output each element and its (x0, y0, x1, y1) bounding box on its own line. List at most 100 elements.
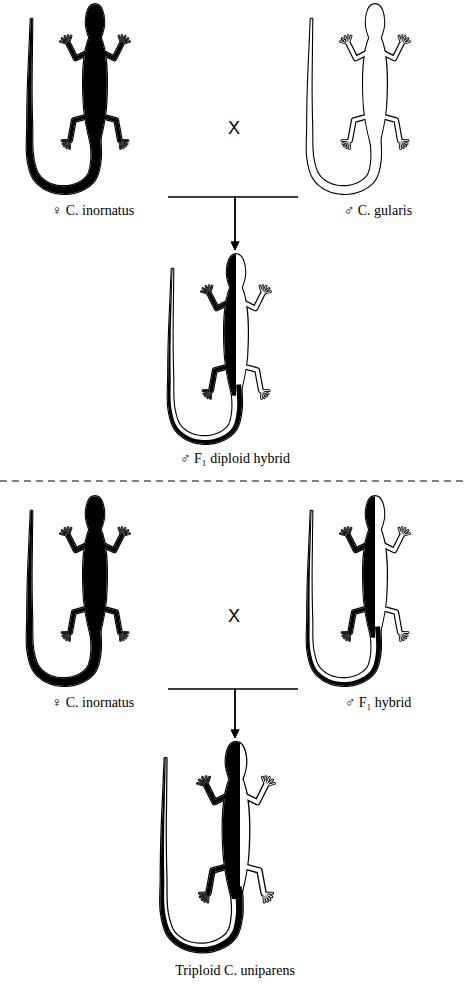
lizard-fill (307, 496, 410, 686)
lizard-toe (119, 36, 122, 44)
lizard-toe (65, 528, 68, 536)
lizard-body (86, 4, 104, 41)
lizard-leg (243, 786, 265, 802)
lizard-toe (63, 140, 71, 143)
lizard-leg (348, 536, 368, 551)
lizard-body (86, 4, 104, 41)
lizard-leg (381, 536, 401, 551)
lizard-leg (211, 366, 228, 390)
lizard-toe (200, 893, 208, 897)
cross-symbol: X (228, 119, 240, 137)
lizard-leg (350, 608, 367, 632)
lizard-body (366, 4, 384, 41)
lizard-leg (102, 608, 119, 632)
lizard-tail-stripe (168, 269, 242, 444)
species-label: ♂ F₁ diploid hybrid (180, 451, 290, 468)
lizard-toe (209, 286, 212, 294)
lizard-leg (382, 116, 399, 140)
lizard-tail-stripe (27, 19, 101, 194)
lizard-toe (262, 777, 265, 786)
lizard-toe (203, 390, 211, 391)
lizard-toe (120, 632, 128, 633)
divider-line (0, 480, 465, 481)
lizard-leg (101, 44, 121, 59)
lizard-toe (345, 528, 348, 536)
lizard-toe (119, 528, 122, 536)
lizard-dark-half (340, 496, 375, 640)
lizard-leg (209, 294, 229, 309)
lizard-leg (102, 116, 119, 140)
lizard-toe (348, 528, 351, 536)
lizard-leg (243, 366, 260, 390)
lizard-illustration (27, 4, 130, 194)
lizard-leg (102, 608, 119, 632)
lizard-fill (27, 4, 130, 194)
lizard-leg (70, 116, 87, 140)
lizard-toe (264, 893, 272, 897)
lizard-body (366, 496, 375, 533)
lizard-toe (400, 632, 408, 633)
lizard-leg (68, 536, 88, 551)
lizard-fill (160, 742, 274, 952)
lizard-leg (381, 44, 401, 59)
lizard-figure: ♂ F₁ diploid hybrid (150, 250, 320, 472)
lizard-tail-stripe (307, 511, 381, 686)
lizard-toe (262, 777, 265, 786)
lizard-group (27, 4, 410, 952)
lizard-toe (260, 286, 263, 294)
lizard-toe (68, 36, 71, 44)
lizard-illustration (160, 742, 274, 952)
lizard-toe (62, 632, 70, 633)
lizard-toe (209, 286, 212, 294)
cross-arrow (168, 197, 235, 250)
lizard-toe (68, 528, 71, 536)
lizard-leg (102, 116, 119, 140)
lizard-toe (206, 777, 209, 786)
lizard-body (227, 254, 245, 291)
cross-arrow (235, 197, 298, 250)
lizard-toe (402, 36, 405, 44)
lizard-toe (400, 632, 408, 635)
lizard-leg (68, 44, 88, 59)
lizard-toe (264, 892, 273, 893)
lizard-outline (168, 254, 271, 444)
lizard-toe (199, 892, 208, 893)
lizard-toe (399, 528, 402, 536)
lizard-toe (343, 632, 351, 635)
lizard-toe (342, 632, 350, 633)
cross-symbol: X (228, 607, 240, 625)
lizard-toe (266, 777, 270, 785)
lizard-toe (68, 36, 71, 44)
cross-arrow (235, 689, 298, 738)
lizard-toe (399, 528, 402, 536)
lizard-toe (122, 36, 125, 44)
lizard-leg (211, 366, 228, 390)
lizard-toe (63, 632, 71, 635)
lizard-body (227, 254, 245, 291)
lizard-outline (307, 496, 410, 686)
lizard-figure: ♂ C. gularis (298, 0, 458, 224)
lizard-leg (70, 608, 87, 632)
lizard-figure: Triploid C. uniparens (120, 738, 350, 984)
lizard-leg (382, 608, 399, 632)
cross-arrow (168, 689, 235, 738)
lizard-leg (244, 866, 263, 893)
lizard-fill (168, 254, 271, 444)
lizard-leg (101, 536, 121, 551)
lizard-toe (119, 36, 122, 44)
lizard-body (227, 254, 236, 291)
lizard-toe (203, 777, 207, 785)
lizard-body (226, 742, 240, 783)
lizard-toe (343, 140, 351, 143)
lizard-leg (70, 608, 87, 632)
lizard-leg (382, 116, 399, 140)
lizard-toe (399, 36, 402, 44)
lizard-illustration (168, 254, 271, 444)
lizard-figure: ♀ C. inornatus (18, 492, 168, 716)
lizard-toe (342, 140, 350, 141)
lizard-body (86, 496, 104, 533)
lizard-toe (122, 528, 125, 536)
lizard-toe (206, 286, 209, 294)
lizard-leg (211, 366, 228, 390)
lizard-toe (348, 36, 351, 44)
